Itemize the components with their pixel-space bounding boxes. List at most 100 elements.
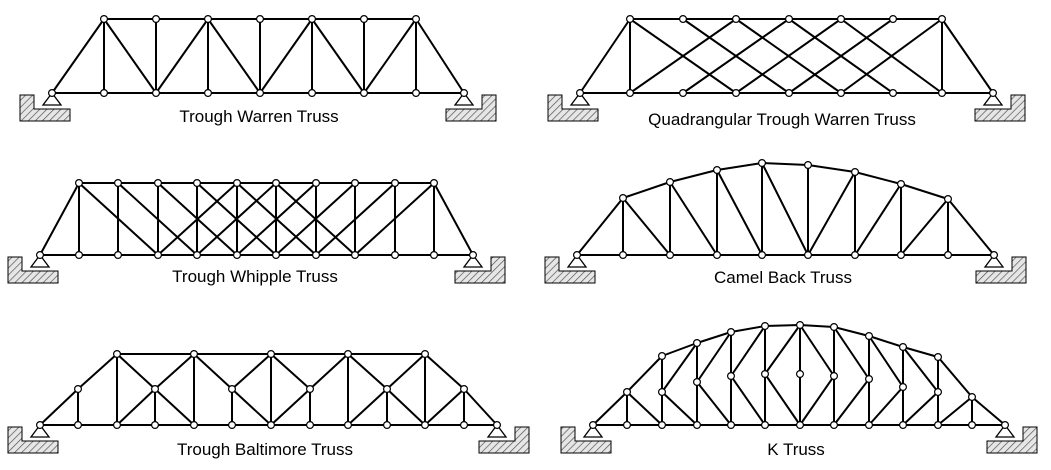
- truss-joint: [665, 178, 674, 187]
- truss-joint: [351, 251, 360, 260]
- truss-member: [315, 182, 396, 256]
- support-left-hatch: [7, 256, 59, 284]
- support-left: [582, 423, 604, 438]
- truss-joint: [308, 88, 317, 97]
- truss-member: [799, 324, 835, 328]
- truss-member: [39, 182, 80, 256]
- truss-joint: [864, 421, 873, 430]
- truss-member: [868, 335, 904, 348]
- truss-joint: [256, 88, 265, 97]
- truss-joint: [657, 388, 666, 397]
- truss-joint: [412, 88, 421, 97]
- truss-member: [116, 353, 156, 390]
- truss-joint: [967, 393, 976, 402]
- truss-joint: [267, 350, 276, 359]
- truss-member: [347, 388, 388, 426]
- truss-joint: [190, 421, 199, 430]
- truss-joint: [73, 421, 82, 430]
- support-right: [462, 253, 484, 268]
- caption-camel-back: Camel Back Truss: [714, 268, 852, 287]
- support-right-hatch: [454, 256, 506, 284]
- truss-joint: [460, 88, 469, 97]
- truss-member: [761, 162, 809, 256]
- truss-member: [941, 18, 994, 94]
- truss-joint: [933, 353, 942, 362]
- truss-joint: [588, 421, 597, 430]
- truss-member: [761, 162, 809, 166]
- truss-joint: [74, 251, 83, 260]
- diagram-trough-warren: Trough Warren Truss: [19, 15, 497, 126]
- support-right: [486, 423, 508, 438]
- truss-joint: [757, 251, 766, 260]
- truss-member: [764, 324, 801, 327]
- truss-joint: [460, 421, 469, 430]
- truss-joint: [572, 251, 581, 260]
- truss-member: [900, 198, 949, 256]
- truss-joint: [391, 251, 400, 260]
- truss-joint: [383, 421, 392, 430]
- truss-joint: [760, 370, 769, 379]
- truss-joint: [657, 421, 666, 430]
- truss-member: [154, 388, 195, 426]
- truss-joint: [154, 179, 163, 188]
- support-left-hatch: [544, 256, 596, 284]
- support-right: [982, 91, 1004, 106]
- truss-joint: [421, 421, 430, 430]
- truss-joint: [306, 385, 315, 394]
- support-right-hatch: [975, 256, 1027, 284]
- truss-joint: [272, 179, 281, 188]
- truss-member: [78, 182, 159, 256]
- truss-member: [415, 18, 465, 94]
- diagram-quadrangular-trough-warren: Quadrangular Trough Warren Truss: [547, 15, 1026, 129]
- truss-member: [696, 381, 732, 426]
- truss-member: [275, 182, 356, 256]
- truss-member: [971, 396, 1006, 426]
- truss-member: [77, 353, 118, 390]
- truss-joint: [113, 179, 122, 188]
- truss-joint: [391, 179, 400, 188]
- truss-joint: [74, 179, 83, 188]
- truss-member: [669, 181, 718, 256]
- truss-member: [937, 356, 973, 398]
- truss-joint: [784, 15, 793, 24]
- truss-joint: [896, 251, 905, 260]
- truss-joint: [898, 383, 907, 392]
- truss-member: [833, 378, 870, 426]
- truss-member: [833, 326, 870, 337]
- truss-member: [854, 183, 902, 256]
- truss-member: [157, 182, 238, 256]
- truss-joint: [795, 321, 804, 330]
- support-left-hatch: [560, 426, 612, 454]
- truss-joint: [1000, 421, 1009, 430]
- truss-joint: [256, 15, 265, 24]
- truss-member: [764, 324, 801, 375]
- truss-joint: [692, 378, 701, 387]
- truss-joint: [412, 15, 421, 24]
- truss-joint: [204, 88, 213, 97]
- truss-member: [661, 391, 698, 426]
- truss-joint: [469, 251, 478, 260]
- support-right: [983, 253, 1005, 268]
- truss-joint: [152, 88, 161, 97]
- support-left: [569, 91, 591, 106]
- truss-member: [579, 18, 631, 94]
- truss-joint: [933, 388, 942, 397]
- truss-member: [807, 164, 856, 173]
- truss-member: [463, 388, 498, 426]
- truss-member: [117, 182, 198, 256]
- truss-member: [696, 331, 732, 383]
- support-right: [994, 423, 1016, 438]
- truss-joint: [829, 323, 838, 332]
- truss-joint: [989, 251, 998, 260]
- truss-member: [39, 388, 79, 426]
- truss-joint: [228, 385, 237, 394]
- diagram-camel-back: Camel Back Truss: [544, 159, 1027, 287]
- truss-joint: [967, 421, 976, 430]
- caption-trough-warren: Trough Warren Truss: [179, 107, 338, 126]
- truss-joint: [99, 15, 108, 24]
- truss-member: [629, 18, 737, 94]
- truss-member: [386, 353, 426, 390]
- truss-joint: [712, 251, 721, 260]
- truss-member: [696, 331, 732, 344]
